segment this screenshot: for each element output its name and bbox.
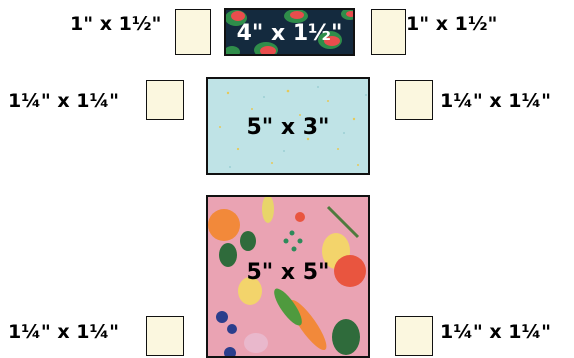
vegetable-print (208, 197, 366, 356)
strip-center-fabric: 4" x 1½" (224, 8, 355, 56)
bottom-left-swatch (146, 316, 184, 356)
mid-right-swatch (395, 80, 433, 120)
speckle-print (219, 86, 367, 168)
bottom-right-swatch (395, 316, 433, 356)
mid-left-label: 1¼" x 1¼" (8, 90, 120, 112)
strip-right-label: 1" x 1½" (406, 13, 498, 35)
strawberry-print (226, 10, 353, 54)
mid-center-label: 5" x 3" (246, 115, 330, 140)
big-center-fabric: 5" x 5" (206, 195, 370, 358)
strip-right-swatch (371, 9, 406, 55)
mid-right-label: 1¼" x 1¼" (440, 90, 552, 112)
mid-left-swatch (146, 80, 184, 120)
bottom-left-label: 1¼" x 1¼" (8, 321, 120, 343)
big-center-label: 5" x 5" (246, 260, 330, 285)
bottom-right-label: 1¼" x 1¼" (440, 321, 552, 343)
strip-left-swatch (175, 9, 211, 55)
mid-center-fabric: 5" x 3" (206, 77, 370, 175)
strip-left-label: 1" x 1½" (70, 13, 162, 35)
strip-center-label: 4" x 1½" (236, 21, 343, 46)
